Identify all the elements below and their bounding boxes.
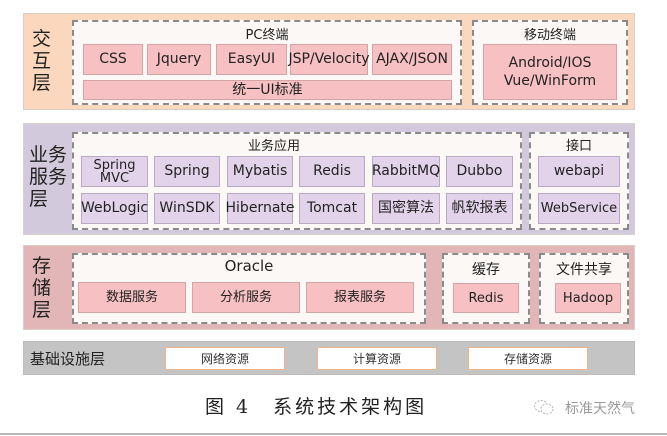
pc-item-ajax-json: AJAX/JSON — [372, 44, 452, 75]
storage-layer: 存 储 层 Oracle 数据服务 分析服务 报表服务 缓存 Redis 文件共… — [23, 245, 635, 330]
service-item: Spring — [154, 156, 220, 187]
service-item: 国密算法 — [372, 193, 440, 224]
service-layer-label: 业务 服务 层 — [29, 144, 73, 210]
pc-terminal-group: PC终端 CSS Jquery EasyUI JSP/Velocity AJAX… — [72, 20, 462, 105]
file-share-title: 文件共享 — [556, 262, 612, 278]
label-line: 业务 — [29, 144, 68, 166]
service-item: Tomcat — [299, 193, 365, 224]
interaction-layer: 交 互 层 PC终端 CSS Jquery EasyUI JSP/Velocit… — [23, 13, 635, 110]
service-item: 帆软报表 — [446, 193, 513, 224]
mobile-terminal-group: 移动终端 Android/IOS Vue/WinForm — [472, 20, 628, 105]
infrastructure-layer-label: 基础设施层 — [30, 350, 106, 368]
business-app-group: 业务应用 Spring MVC Spring Mybatis Redis Rab… — [72, 132, 522, 230]
watermark-text: 标准天然气 — [565, 401, 635, 417]
storage-layer-label: 存 储 层 — [32, 255, 54, 321]
interface-title: 接口 — [565, 139, 592, 154]
oracle-group: Oracle 数据服务 分析服务 报表服务 — [72, 253, 426, 324]
pc-item-css: CSS — [83, 44, 143, 75]
label-line: 层 — [29, 188, 49, 210]
cache-title: 缓存 — [472, 262, 500, 278]
interaction-layer-label: 交 互 层 — [32, 28, 54, 94]
label-line: 储 — [32, 277, 52, 299]
oracle-item-data-service: 数据服务 — [78, 282, 186, 313]
figure-caption: 图 4 系统技术架构图 — [205, 396, 428, 418]
pc-item-jquery: Jquery — [147, 44, 211, 75]
wechat-icon — [533, 398, 555, 416]
infra-item-network: 网络资源 — [165, 347, 285, 370]
service-item: WebLogic — [81, 193, 148, 224]
infra-item-compute: 计算资源 — [317, 347, 437, 370]
service-item: Redis — [299, 156, 365, 187]
infrastructure-layer: 基础设施层 网络资源 计算资源 存储资源 — [23, 341, 635, 375]
mobile-item: Android/IOS Vue/WinForm — [483, 44, 617, 100]
infra-item-storage: 存储资源 — [468, 347, 588, 370]
cache-group: 缓存 Redis — [442, 253, 530, 324]
oracle-item-report-service: 报表服务 — [306, 282, 414, 313]
unified-ui-standard: 统一UI标准 — [83, 80, 452, 100]
service-layer: 业务 服务 层 业务应用 Spring MVC Spring Mybatis R… — [23, 123, 635, 235]
pc-terminal-title: PC终端 — [245, 28, 289, 43]
mobile-item-line2: Vue/WinForm — [503, 72, 597, 89]
oracle-title: Oracle — [224, 257, 274, 275]
file-share-item-hadoop: Hadoop — [555, 283, 621, 313]
service-item: Spring MVC — [81, 156, 148, 187]
pc-item-jsp-velocity: JSP/Velocity — [288, 44, 370, 75]
mobile-terminal-title: 移动终端 — [523, 28, 576, 43]
service-item: Mybatis — [227, 156, 293, 187]
file-share-group: 文件共享 Hadoop — [539, 253, 629, 324]
service-item: Dubbo — [446, 156, 513, 187]
bottom-divider — [0, 433, 667, 435]
label-line: 层 — [32, 299, 52, 321]
label-char: 层 — [32, 72, 52, 94]
label-char: 交 — [32, 28, 52, 50]
pc-item-easyui: EasyUI — [216, 44, 287, 75]
interface-group: 接口 webapi WebService — [529, 132, 629, 230]
label-line: 存 — [32, 255, 52, 277]
mobile-item-line1: Android/IOS — [508, 54, 592, 71]
service-item: RabbitMQ — [372, 156, 440, 187]
interface-item-webapi: webapi — [538, 156, 620, 187]
interface-item-webservice: WebService — [538, 193, 620, 224]
label-char: 互 — [32, 50, 52, 72]
business-app-title: 业务应用 — [247, 139, 300, 154]
service-item: Hibernate — [226, 193, 295, 224]
cache-item-redis: Redis — [453, 283, 519, 313]
oracle-item-analysis-service: 分析服务 — [192, 282, 300, 313]
label-line: 服务 — [29, 166, 68, 188]
service-item: WinSDK — [154, 193, 220, 224]
